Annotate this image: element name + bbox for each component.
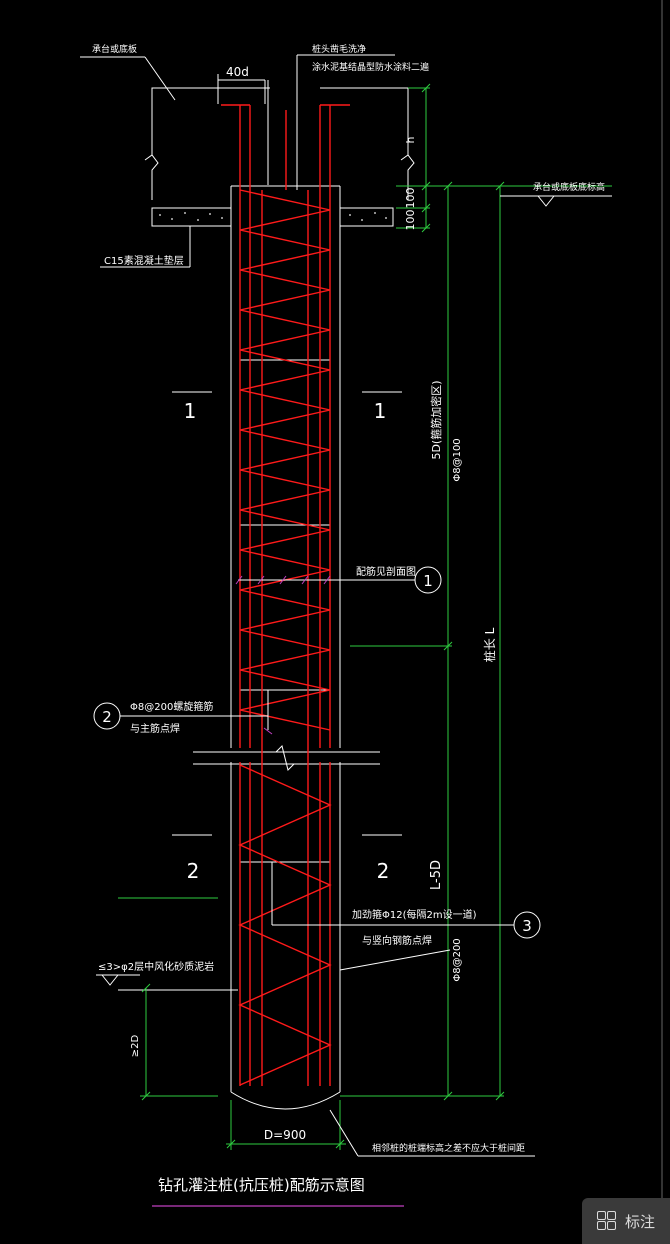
section1-right-label: 1 — [374, 399, 387, 423]
dim-5d-label: 5D(箍筋加密区) — [429, 380, 443, 459]
dim-100a-label: 100 — [404, 188, 417, 209]
right-dimensions: h 100 100 5D(箍筋加密区) Φ8@100 桩长 L L-5D Φ8@… — [340, 83, 612, 1101]
marker-1-label: 1 — [423, 572, 433, 590]
top-annotations: 承台或底板 40d 桩头凿毛洗净 涂水泥基结晶型防水涂料二遍 — [80, 43, 429, 190]
section1-left-label: 1 — [184, 399, 197, 423]
bottom-note-label: 相邻桩的桩端标高之差不应大于桩间距 — [372, 1142, 525, 1154]
rebar-note-line2: 涂水泥基结晶型防水涂料二遍 — [312, 61, 429, 73]
note-2-line2: 与主筋点焊 — [130, 722, 180, 735]
annotate-label: 标注 — [624, 1212, 655, 1231]
callouts: 配筋见剖面图 1 2 Φ8@200螺旋箍筋 与主筋点焊 加劲箍Φ12(每隔2m设… — [93, 565, 541, 971]
marker-3-circle — [513, 911, 541, 939]
marker-2-label: 2 — [102, 708, 112, 726]
break-line — [193, 745, 380, 771]
section2-right-label: 2 — [377, 859, 390, 883]
dim-length-label: 桩长 L — [482, 627, 497, 662]
section2-left-label: 2 — [187, 859, 200, 883]
note-2-line1: Φ8@200螺旋箍筋 — [130, 700, 213, 713]
cushion-label: C15素混凝土垫层 — [104, 254, 184, 267]
dim-40d-label: 40d — [226, 65, 249, 79]
annotate-button[interactable]: 标注 — [582, 1198, 670, 1244]
dim-l5d-spacing: Φ8@200 — [452, 938, 463, 981]
section-marks: 1 1 2 2 — [172, 391, 402, 883]
weld-note-label: 与竖向钢筋点焊 — [362, 934, 432, 947]
dim-d-label: D=900 — [264, 1128, 306, 1142]
drawing-title: 钻孔灌注桩(抗压桩)配筋示意图 — [158, 1176, 365, 1194]
bottom-annotations: D=900 相邻桩的桩端标高之差不应大于桩间距 钻孔灌注桩(抗压桩)配筋示意图 — [152, 1100, 535, 1207]
dim-h-label: h — [404, 136, 417, 143]
left-annotations: C15素混凝土垫层 ≤3>φ2层中风化砂质泥岩 ≥2D — [96, 226, 238, 1101]
dim-l5d-label: L-5D — [429, 860, 444, 890]
pile-body — [230, 185, 341, 1110]
dim-5d-spacing: Φ8@100 — [452, 438, 463, 481]
marker-3-label: 3 — [522, 917, 532, 935]
dim-2d-label: ≥2D — [130, 1034, 141, 1057]
rebar-cage — [221, 104, 350, 1086]
grid-icon — [596, 1211, 617, 1231]
marker-1-circle — [414, 566, 442, 594]
cap-bottom-label: 承台或底板底标高 — [533, 181, 605, 193]
rebar-note-line1: 桩头凿毛洗净 — [312, 43, 366, 55]
dim-100b-label: 100 — [404, 210, 417, 231]
soil-note-label: ≤3>φ2层中风化砂质泥岩 — [98, 960, 214, 973]
cap-top-label: 承台或底板 — [92, 43, 137, 55]
note-3-label: 加劲箍Φ12(每隔2m设一道) — [352, 908, 477, 921]
note-1-label: 配筋见剖面图 — [356, 565, 416, 578]
